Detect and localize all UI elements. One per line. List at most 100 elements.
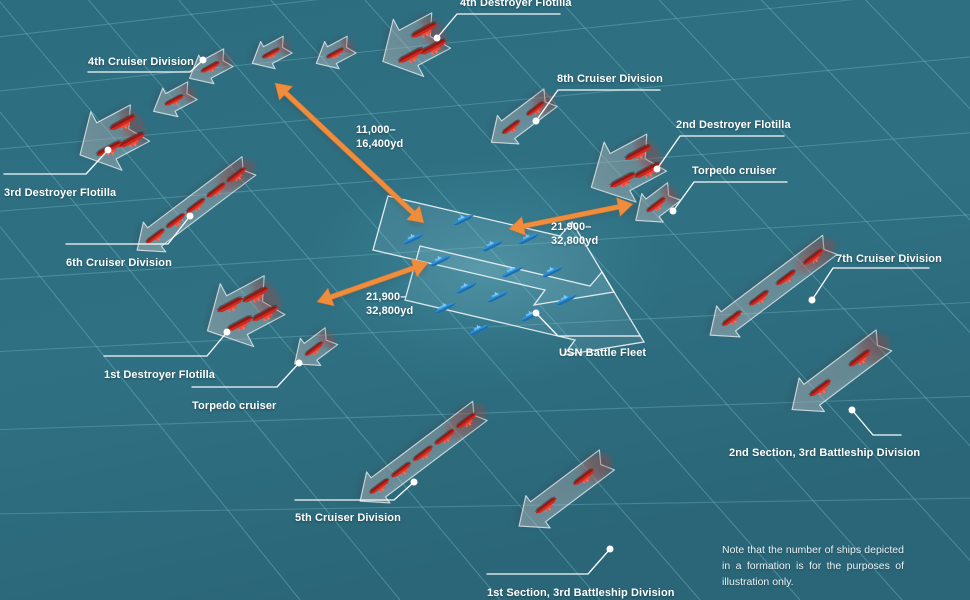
formation-wake — [660, 185, 679, 205]
ijn-ship-icon — [144, 227, 165, 244]
leader-line-ll-usn — [532, 309, 641, 337]
leader-line-path — [656, 135, 785, 170]
ijn-ship-icon — [775, 268, 797, 286]
leader-line-path — [535, 89, 661, 122]
usn-fleet-arrow-outline-lower — [404, 245, 646, 356]
ijn-ship-icon — [251, 304, 279, 322]
usn-ship-icon-0 — [452, 214, 475, 226]
leader-line-anchor-dot — [410, 478, 418, 486]
ijn-ship-icon — [847, 348, 871, 367]
usn-ship-icon-11 — [468, 324, 491, 336]
leader-line-ll-2nd-bb — [848, 406, 902, 436]
usn-ship-icon-2 — [481, 240, 504, 252]
ijn-ship-icon — [185, 197, 206, 213]
usn-ship-icon-6 — [501, 266, 524, 278]
ijn-ship-icon — [501, 119, 521, 135]
formation-label-2nd-destroyer-flotilla: 2nd Destroyer Flotilla — [676, 119, 791, 131]
ijn-ship-icon — [199, 60, 220, 73]
leader-line-anchor-dot — [199, 56, 207, 64]
leader-line-path — [811, 267, 930, 301]
ijn-ship-icon — [325, 47, 345, 59]
formation-f-5th-cr — [355, 399, 488, 504]
leader-line-ll-1st-dd — [103, 328, 231, 357]
leader-line-ll-tc-l — [191, 359, 303, 388]
range-label-range-sw: 21,900–32,800yd — [366, 291, 413, 319]
formation-label-2nd-section-3rd-battleship: 2nd Section, 3rd Battleship Division — [729, 447, 921, 459]
ijn-ship-icon — [748, 289, 770, 306]
range-label-range-nw: 11,000–16,400yd — [356, 124, 403, 152]
leader-line-ll-3rd-dd — [3, 146, 112, 175]
formation-f-4th-dd — [379, 10, 452, 78]
range-label-line-2: 32,800yd — [551, 234, 599, 247]
formation-label-usn-battle-fleet: USN Battle Fleet — [559, 347, 647, 359]
formation-f-tc-r — [631, 181, 682, 223]
formation-f-top-2 — [312, 34, 357, 70]
leader-line-ll-7th-cr — [808, 267, 930, 304]
formation-label-4th-cruiser-division: 4th Cruiser Division — [88, 56, 194, 68]
formation-f-tc-l — [290, 326, 339, 366]
formation-label-1st-destroyer-flotilla: 1st Destroyer Flotilla — [104, 369, 216, 381]
range-label-line-1: 21,900– — [366, 291, 407, 303]
leader-line-path — [65, 215, 191, 245]
leader-line-anchor-dot — [669, 207, 677, 215]
leader-line-anchor-dot — [186, 212, 194, 220]
footnote: Note that the number of ships depicted i… — [722, 544, 904, 588]
ijn-ship-icon — [720, 309, 742, 327]
usn-battle-fleet-formation — [372, 195, 646, 356]
formation-f-2nd-bb — [787, 328, 893, 413]
formation-wake — [180, 84, 196, 103]
formation-f-small-a — [149, 79, 198, 118]
leader-line-ll-2nd-dd — [653, 135, 785, 173]
ijn-ship-icon — [225, 314, 254, 332]
leader-line-path — [294, 481, 415, 501]
ijn-ship-icon — [397, 46, 425, 64]
usn-ship-group — [402, 214, 578, 336]
formation-wake — [276, 38, 291, 56]
leader-line-path — [3, 149, 109, 175]
range-arrow-arrow-ne — [508, 197, 636, 238]
ijn-ship-icon — [808, 378, 832, 397]
leader-line-anchor-dot — [532, 309, 540, 317]
leader-line-path — [851, 409, 902, 436]
ijn-ship-icon — [304, 340, 324, 356]
leader-line-ll-8th-cr — [532, 89, 661, 125]
ijn-ship-icon — [623, 143, 651, 161]
leader-line-anchor-dot — [848, 406, 856, 414]
ijn-ship-icon — [572, 467, 595, 485]
formation-f-4th-cr — [185, 46, 234, 85]
formation-label-3rd-destroyer-flotilla: 3rd Destroyer Flotilla — [4, 187, 117, 199]
range-label-range-ne: 21,900–32,800yd — [551, 221, 598, 249]
range-label-line-2: 16,400yd — [356, 137, 404, 150]
leader-line-path — [103, 331, 228, 357]
range-label-line-1: 11,000– — [356, 124, 396, 136]
formation-f-7th-cr — [705, 233, 838, 338]
formation-f-6th-cr — [132, 155, 257, 253]
ijn-ship-icon — [525, 100, 545, 116]
ijn-ship-icon — [645, 196, 666, 213]
leader-line-path — [486, 548, 611, 575]
ijn-ship-icon — [390, 461, 412, 478]
formation-wake — [340, 38, 355, 56]
ijn-ship-icon — [205, 181, 226, 198]
leader-line-path — [87, 59, 204, 73]
leader-line-ll-1st-bb — [486, 545, 614, 575]
range-arrow-arrow-nw — [274, 82, 425, 227]
formation-label-torpedo-cruiser-left: Torpedo cruiser — [192, 400, 277, 412]
formation-wake — [318, 330, 336, 349]
usn-ship-icon-7 — [434, 302, 457, 314]
ijn-ship-icon — [261, 47, 281, 59]
ijn-ship-icon — [241, 286, 269, 303]
leader-line-anchor-dot — [606, 545, 614, 553]
center-glow — [307, 152, 667, 388]
formation-f-8th-cr — [487, 87, 558, 145]
ijn-ship-icon — [802, 248, 824, 265]
leader-line-path — [436, 13, 561, 39]
formation-label-7th-cruiser-division: 7th Cruiser Division — [836, 253, 942, 265]
ijn-ship-icon — [163, 93, 184, 106]
leader-line-anchor-dot — [532, 117, 540, 125]
leader-line-path — [535, 312, 641, 337]
ijn-ship-icon — [216, 296, 244, 313]
leader-line-ll-6th-cr — [65, 212, 194, 245]
leader-lines — [3, 13, 930, 575]
